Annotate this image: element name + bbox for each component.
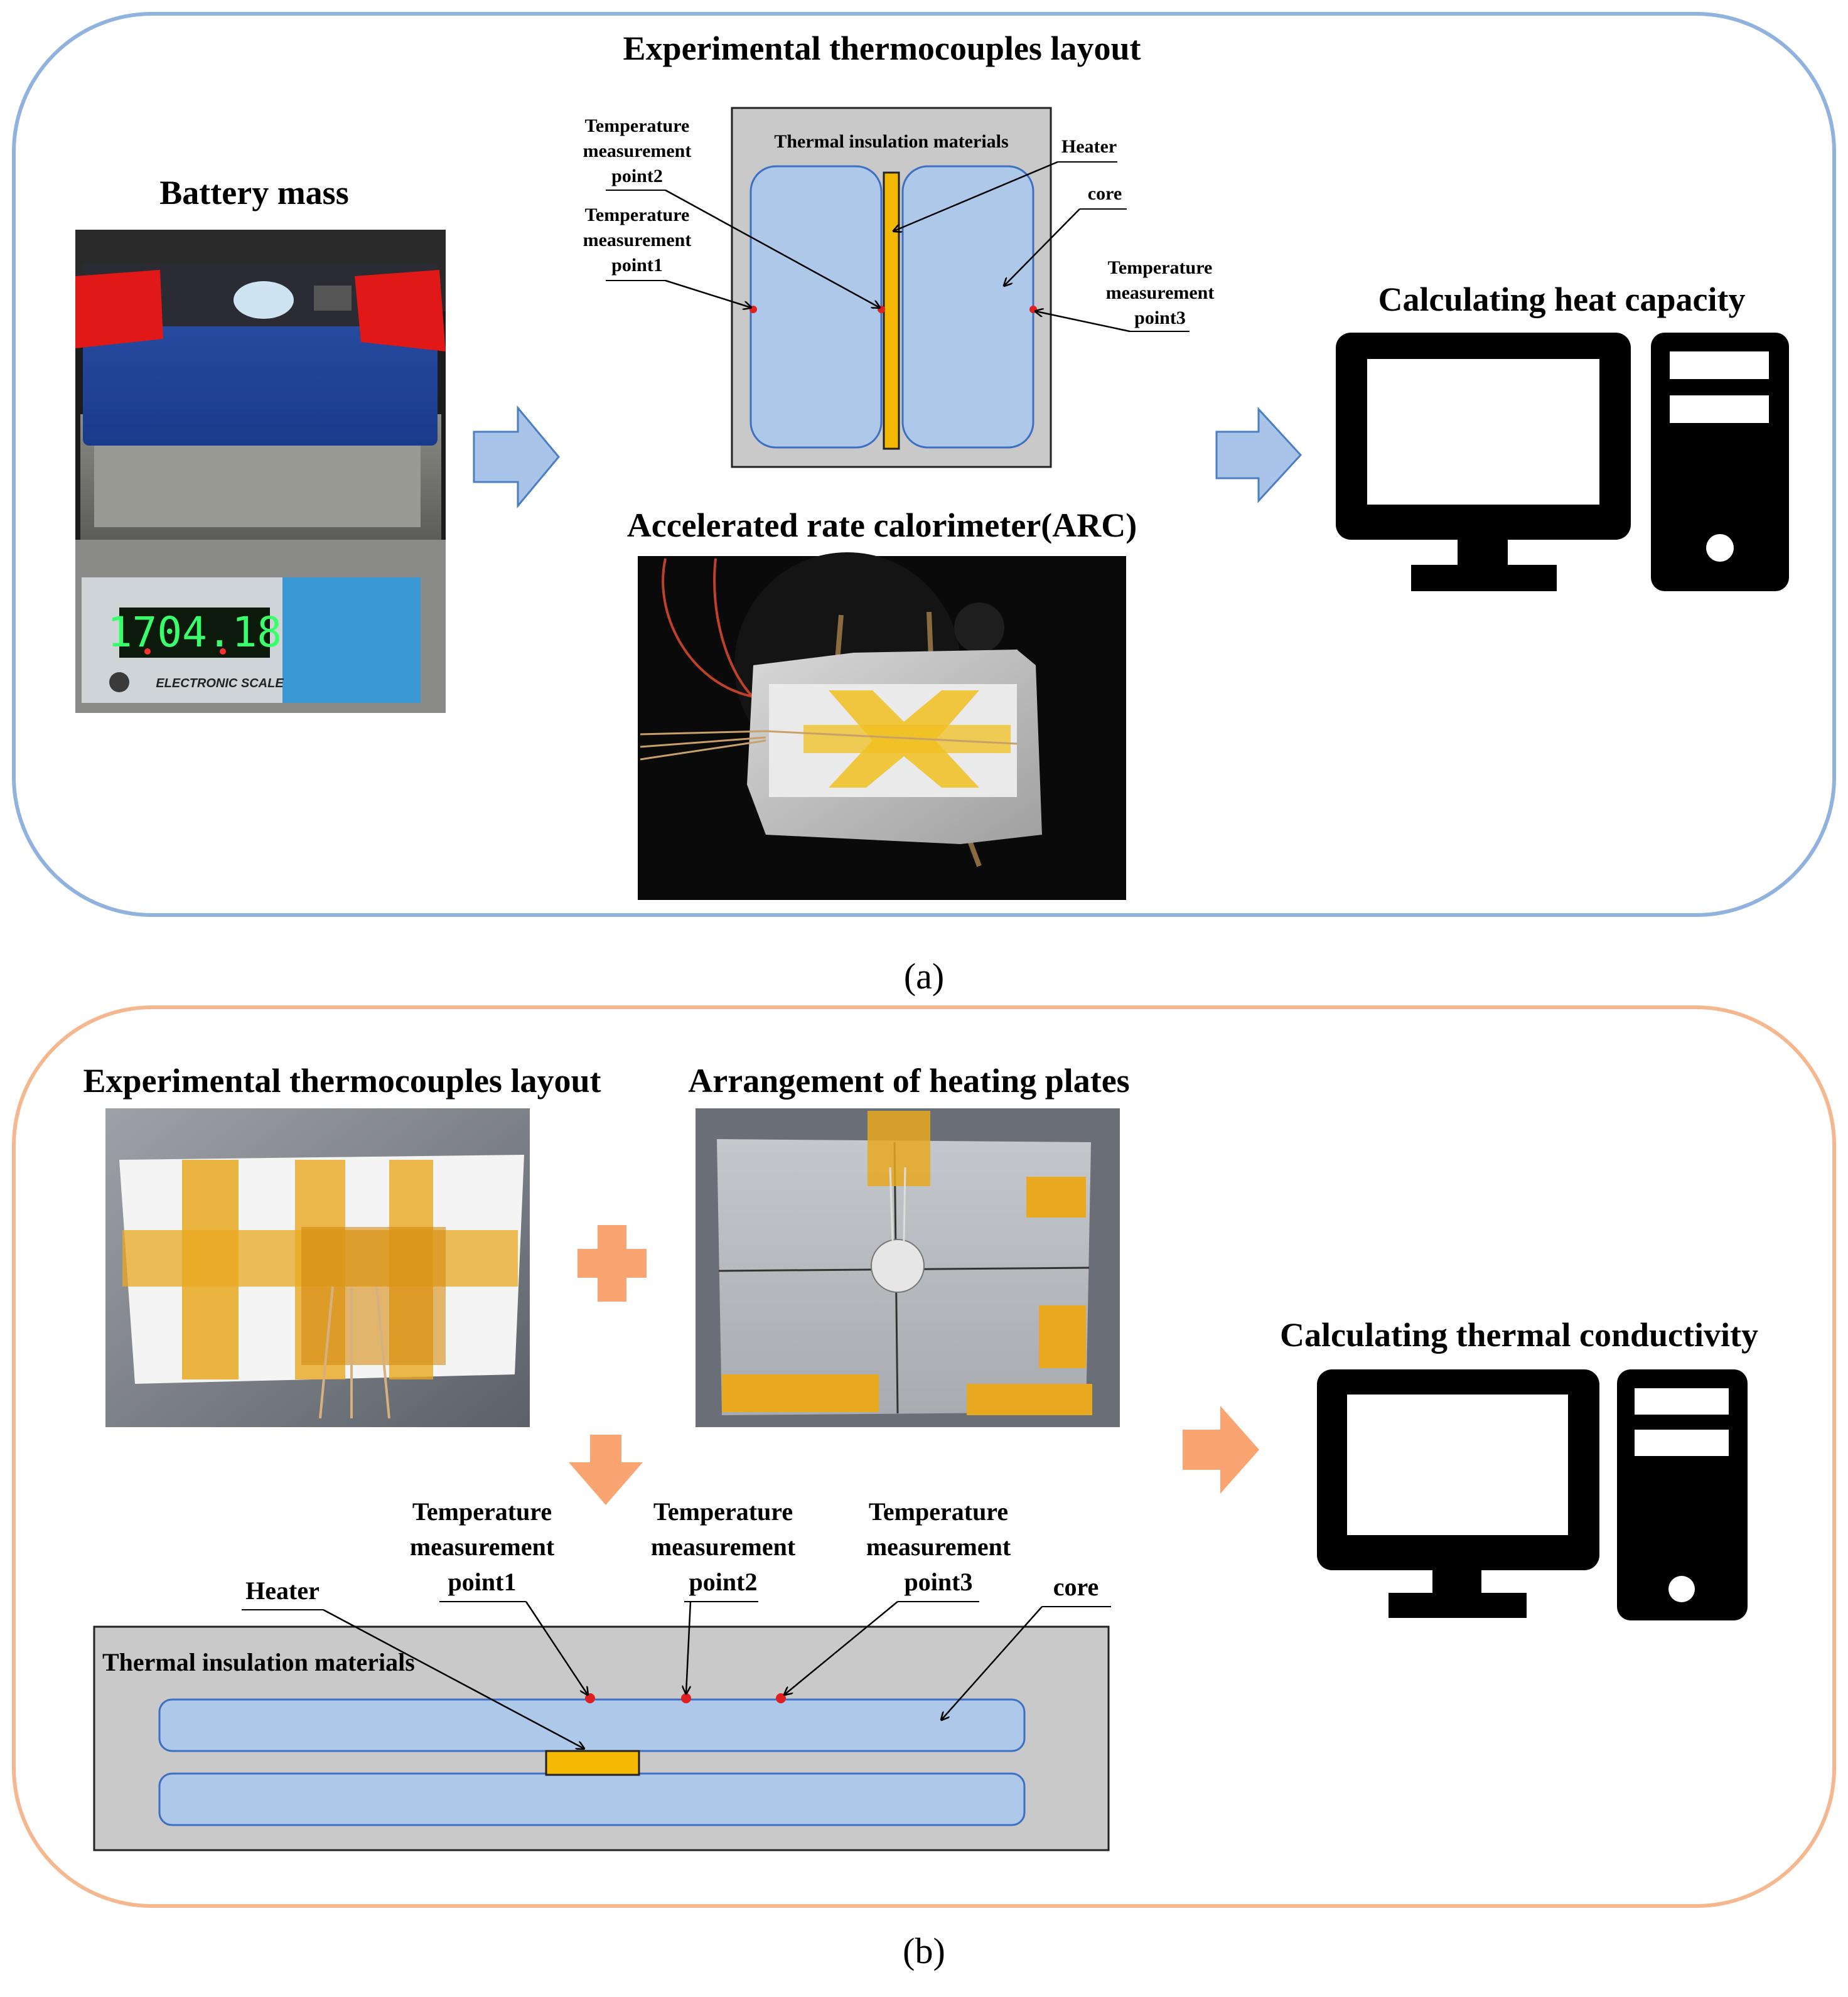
arc-photo [638,552,1126,900]
caption-a: (a) [904,956,944,997]
svg-text:point2: point2 [689,1568,758,1596]
heat-capacity-title: Calculating heat capacity [1378,281,1746,318]
svg-text:measurement: measurement [583,141,692,161]
svg-text:Temperature: Temperature [585,115,690,136]
temp-point-1-b [585,1693,595,1703]
svg-text:point3: point3 [1134,308,1186,328]
layout-title-b: Experimental thermocouples layout [83,1062,601,1100]
svg-text:measurement: measurement [651,1533,796,1561]
scale-display-value: 1704.18 [107,608,282,656]
temp-point-3-b [776,1693,786,1703]
caption-b: (b) [903,1930,945,1971]
svg-text:measurement: measurement [866,1533,1011,1561]
thermal-conductivity-title: Calculating thermal conductivity [1280,1316,1758,1354]
heater-plate [545,1750,640,1776]
layout-title-a: Experimental thermocouples layout [623,29,1141,67]
battery-mass-photo: 1704.18 ELECTRONIC SCALE [75,230,446,713]
battery-mass-title: Battery mass [159,174,348,211]
panel-a-frame [12,12,1836,917]
arrow-right-icon [473,405,560,509]
core-label-b: core [1042,1573,1111,1607]
scale-brand: ELECTRONIC SCALE [156,677,284,690]
computer-monitor-icon [1336,333,1631,591]
svg-text:Temperature: Temperature [412,1497,552,1526]
tp3-label-b: Temperature measurement point3 [866,1497,1011,1602]
svg-text:Temperature: Temperature [653,1497,793,1526]
svg-text:point2: point2 [611,166,663,186]
svg-text:point1: point1 [448,1568,517,1596]
tp2-label-b: Temperature measurement point2 [651,1497,796,1602]
heater-label-a: Heater [1058,136,1117,163]
core-left [749,165,883,449]
computer-tower-icon [1651,333,1789,591]
arrow-down-icon [569,1435,643,1505]
heater-strip [883,171,900,450]
tp1-label: Temperature measurement point1 [583,205,692,281]
svg-text:Temperature: Temperature [869,1497,1008,1526]
arrow-right-icon [1215,407,1303,503]
plus-icon [578,1225,647,1302]
core-right [901,165,1034,449]
heating-plates-photo [696,1108,1120,1427]
svg-text:Temperature: Temperature [585,205,690,225]
temp-point-2-b [681,1693,691,1703]
core-top [158,1698,1026,1752]
thermocouple-layout-diagram-a: Thermal insulation materials Temperature… [583,107,1215,468]
svg-text:measurement: measurement [583,230,692,250]
tp3-label: Temperature measurement point3 [1106,257,1215,332]
tp2-label: Temperature measurement point2 [583,115,692,191]
arrow-right-icon [1183,1406,1259,1494]
svg-text:measurement: measurement [410,1533,555,1561]
core-label-a: core [1080,183,1127,210]
svg-text:core: core [1053,1573,1099,1601]
svg-text:point1: point1 [611,255,663,276]
svg-text:Temperature: Temperature [1108,257,1213,278]
svg-text:Heater: Heater [1061,136,1117,157]
insulation-label-b: Thermal insulation materials [102,1648,415,1676]
heater-label-b: Heater [242,1577,323,1610]
svg-text:measurement: measurement [1106,282,1215,303]
scale-display [119,608,270,658]
plates-title: Arrangement of heating plates [688,1062,1129,1100]
computer-tower-icon [1617,1369,1748,1620]
thermocouple-layout-diagram-b: Thermal insulation materials Temperature… [93,1497,1111,1851]
svg-text:core: core [1088,183,1122,204]
svg-text:point3: point3 [905,1568,973,1596]
core-bottom [158,1772,1026,1826]
panel-b-frame [12,1005,1836,1908]
computer-monitor-icon [1317,1369,1599,1618]
svg-text:Heater: Heater [245,1577,320,1605]
thermocouple-layout-photo-b [105,1108,530,1427]
arc-title: Accelerated rate calorimeter(ARC) [627,506,1137,544]
insulation-label: Thermal insulation materials [774,131,1008,152]
tp1-label-b: Temperature measurement point1 [410,1497,555,1602]
